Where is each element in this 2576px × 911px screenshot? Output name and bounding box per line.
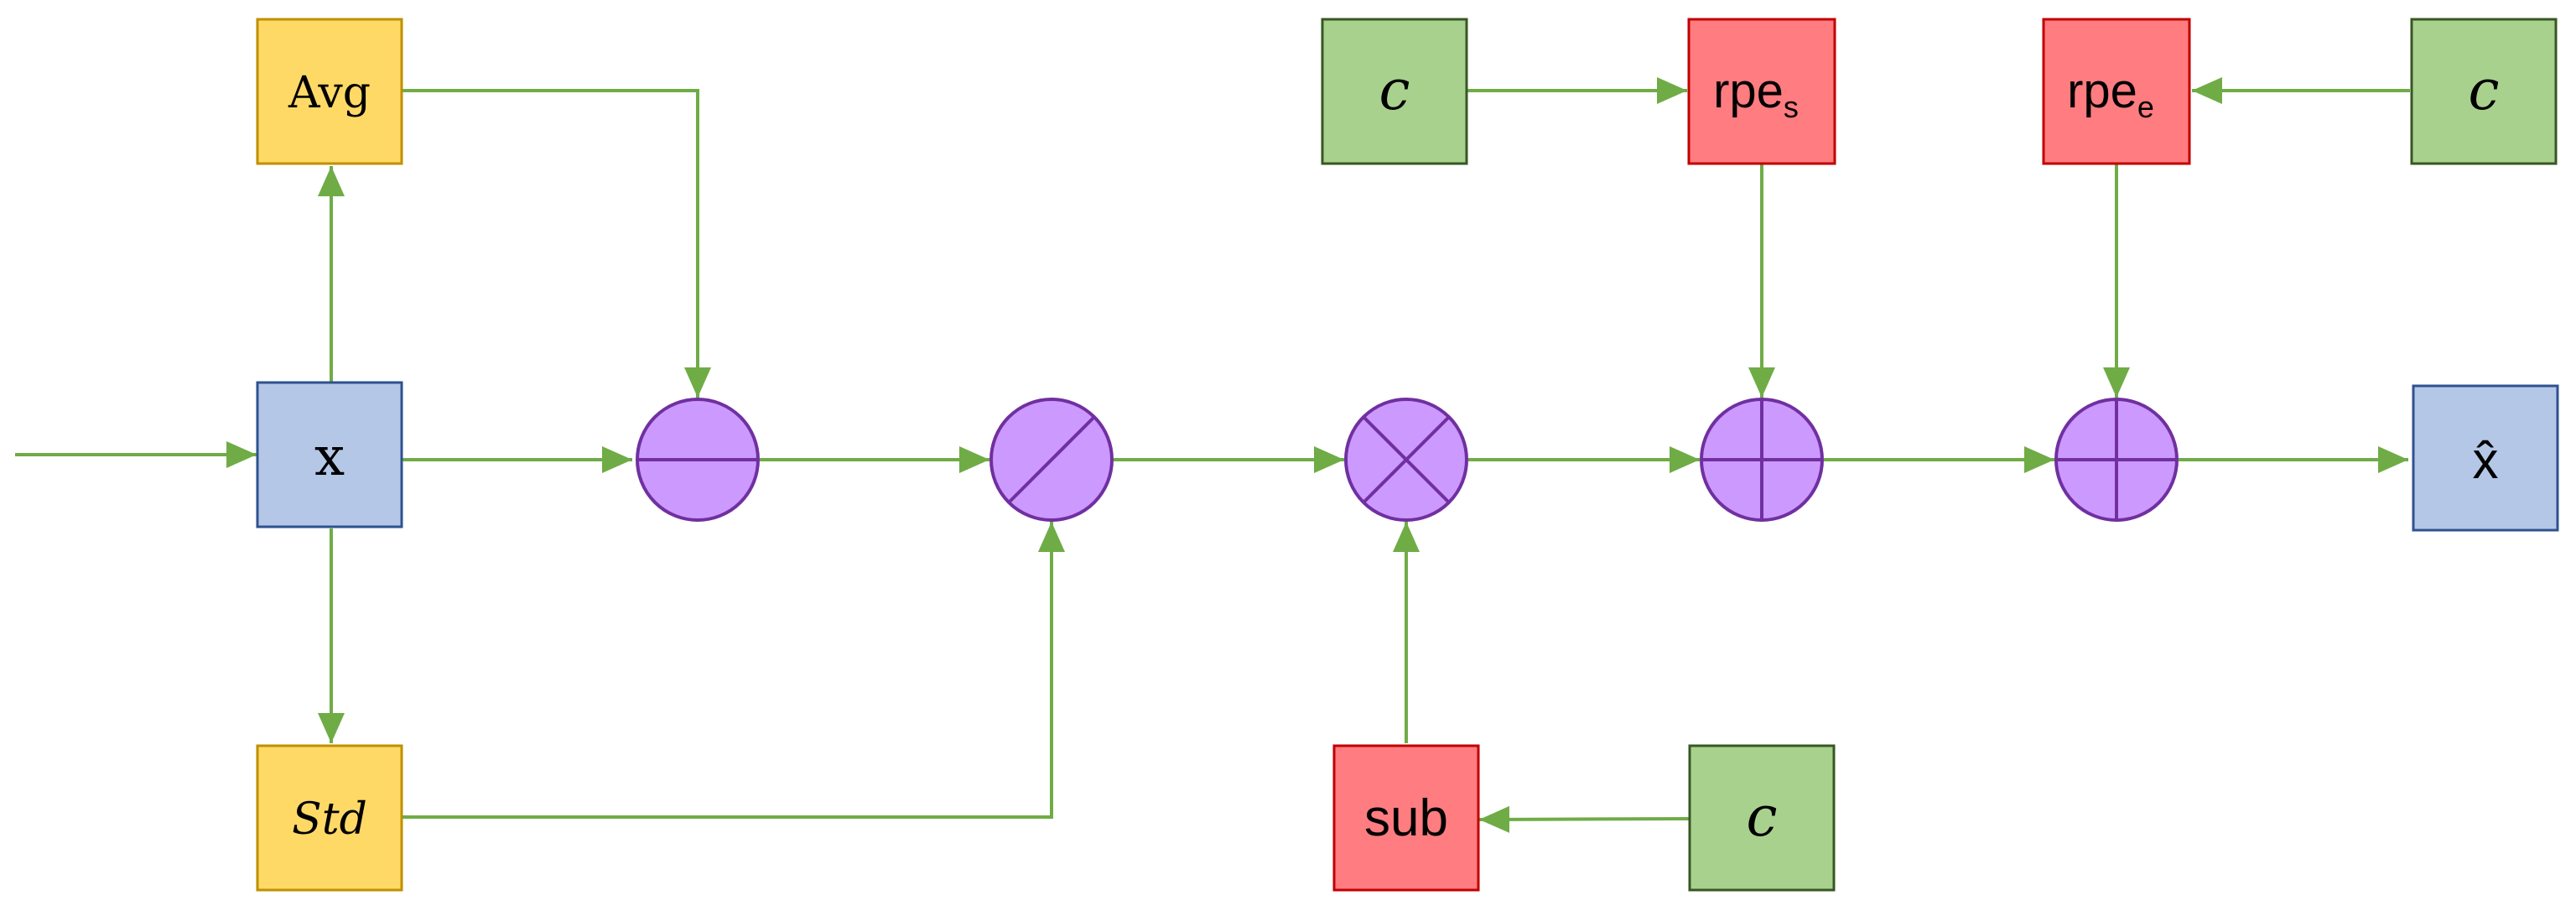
- rpe-e-node: rpee: [2042, 18, 2191, 165]
- const-bottom-label: c: [1747, 784, 1778, 849]
- avg-label: Avg: [288, 68, 371, 118]
- input-label: x: [314, 426, 345, 488]
- const-bottom-node: c: [1688, 744, 1836, 892]
- avg-node: Avg: [256, 18, 403, 165]
- add-operator-2: [2054, 398, 2179, 522]
- rpe-s-subscript: s: [1784, 90, 1799, 124]
- add-operator-1: [1700, 398, 1824, 522]
- rpe-s-node: rpes: [1687, 18, 1836, 165]
- sub-label: sub: [1364, 789, 1448, 847]
- connectors: [15, 77, 2410, 833]
- std-label: Std: [292, 794, 367, 845]
- rpe-s-base: rpe: [1713, 64, 1784, 118]
- svg-text:rpes: rpes: [1713, 64, 1799, 124]
- subtract-operator: [636, 398, 760, 522]
- multiply-operator: [1344, 398, 1468, 522]
- arrow-c-to-sub: [1478, 805, 1690, 833]
- arrow-std-to-divide: [402, 522, 1065, 819]
- rpe-e-base: rpe: [2067, 64, 2137, 118]
- input-node: x: [256, 381, 403, 528]
- std-node: Std: [256, 744, 403, 892]
- divide-operator: [989, 398, 1114, 522]
- svg-text:rpee: rpee: [2067, 64, 2154, 124]
- const-top-label: c: [1379, 58, 1410, 122]
- rpe-e-subscript: e: [2137, 90, 2154, 124]
- output-label: x̂: [2473, 432, 2499, 490]
- arrow-avg-to-subtract: [402, 89, 711, 398]
- const-right-label: c: [2469, 58, 2500, 122]
- output-node: x̂: [2412, 384, 2559, 532]
- sub-node: sub: [1332, 744, 1480, 892]
- const-right-node: c: [2410, 18, 2558, 165]
- const-top-node: c: [1321, 18, 1468, 165]
